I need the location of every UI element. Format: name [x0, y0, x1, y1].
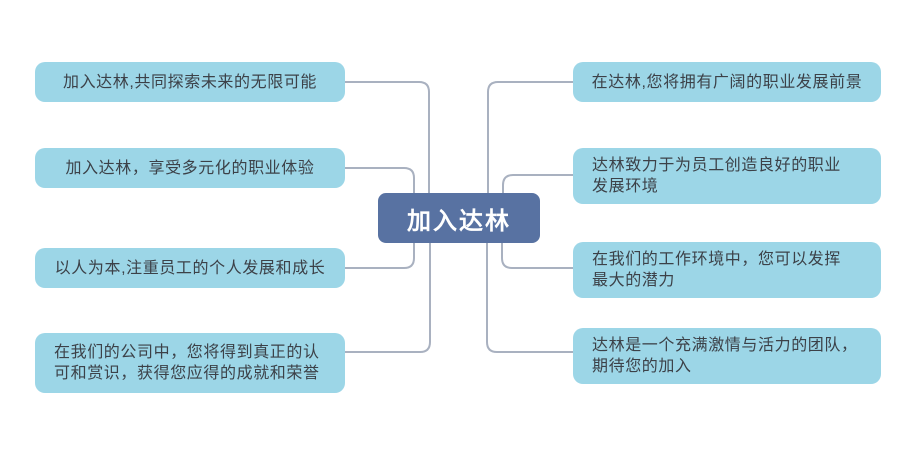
branch-node-left-4[interactable]: 在我们的公司中，您将得到真正的认 可和赏识，获得您应得的成就和荣誉 — [35, 333, 345, 393]
branch-node-right-4[interactable]: 达林是一个充满激情与活力的团队， 期待您的加入 — [573, 328, 881, 384]
connector-left-3 — [345, 241, 415, 269]
connector-left-2 — [345, 167, 415, 195]
connector-right-4 — [486, 241, 573, 353]
branch-node-left-2[interactable]: 加入达林，享受多元化的职业体验 — [35, 148, 345, 188]
center-root-node[interactable]: 加入达林 — [378, 193, 540, 243]
connector-left-1 — [345, 81, 430, 195]
connector-right-1 — [487, 81, 573, 195]
connector-right-2 — [502, 174, 573, 195]
branch-node-left-1[interactable]: 加入达林,共同探索未来的无限可能 — [35, 62, 345, 102]
branch-node-left-3[interactable]: 以人为本,注重员工的个人发展和成长 — [35, 248, 345, 288]
connector-left-4 — [345, 241, 431, 353]
branch-node-right-1[interactable]: 在达林,您将拥有广阔的职业发展前景 — [573, 62, 881, 102]
connector-right-3 — [501, 241, 573, 269]
branch-node-right-3[interactable]: 在我们的工作环境中，您可以发挥 最大的潜力 — [573, 242, 881, 298]
branch-node-right-2[interactable]: 达林致力于为员工创造良好的职业 发展环境 — [573, 148, 881, 204]
